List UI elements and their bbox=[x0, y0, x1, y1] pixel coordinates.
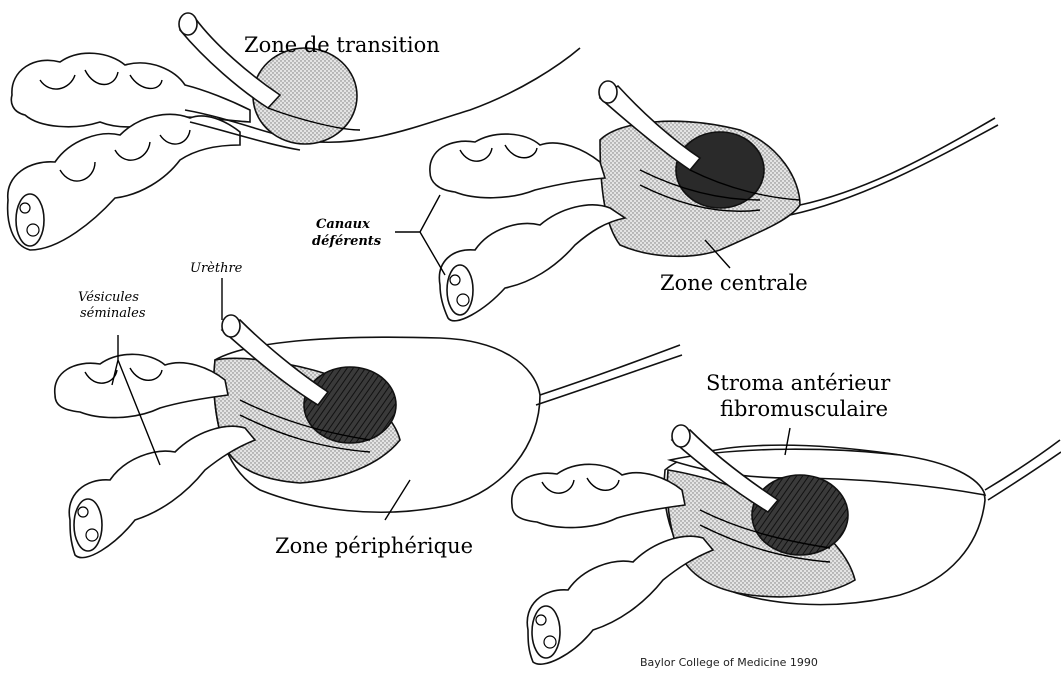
panel-anterior-stroma bbox=[512, 425, 1061, 664]
label-zone-peripherique: Zone périphérique bbox=[275, 534, 473, 558]
label-canaux-line1: Canaux bbox=[316, 217, 370, 232]
label-zone-centrale: Zone centrale bbox=[660, 271, 808, 295]
label-vesicules-line2: séminales bbox=[80, 306, 146, 321]
label-vesicules-line1: Vésicules bbox=[78, 290, 139, 305]
credit-text: Baylor College of Medicine 1990 bbox=[640, 656, 818, 669]
label-canaux-line2: déférents bbox=[312, 234, 382, 249]
label-zone-transition: Zone de transition bbox=[244, 33, 440, 57]
label-stroma-line1: Stroma antérieur bbox=[706, 371, 891, 395]
label-urethre: Urèthre bbox=[190, 261, 243, 276]
leader-canaux bbox=[395, 195, 445, 275]
label-stroma-line2: fibromusculaire bbox=[720, 397, 888, 421]
